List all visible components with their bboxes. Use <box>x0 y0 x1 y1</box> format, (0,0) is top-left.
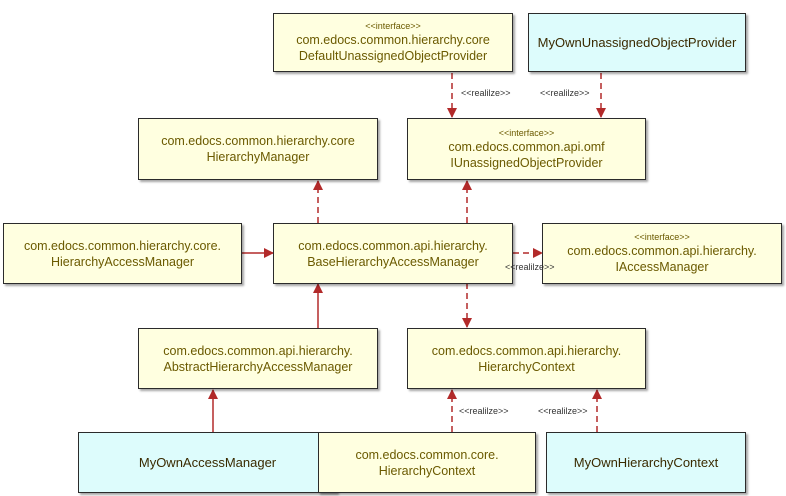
package-name: com.edocs.common.hierarchy.core. <box>23 238 222 253</box>
core-hierarchy-context-box: com.edocs.common.core. HierarchyContext <box>318 432 536 493</box>
class-name: IAccessManager <box>615 260 709 274</box>
package-name: com.edocs.common.api.hierarchy. <box>567 244 757 258</box>
class-name: IUnassignedObjectProvider <box>450 155 603 170</box>
realize-label: <<realilze>> <box>505 262 555 272</box>
stereotype-label: <<interface>> <box>634 232 690 242</box>
core-access-manager-box: com.edocs.common.hierarchy.core. Hierarc… <box>3 223 242 284</box>
hierarchy-manager-box: com.edocs.common.hierarchy.core Hierarch… <box>138 118 378 180</box>
realize-label: <<realilze>> <box>459 406 509 416</box>
hierarchy-context-box: com.edocs.common.api.hierarchy. Hierarch… <box>407 328 646 389</box>
class-name: HierarchyAccessManager <box>50 254 195 269</box>
package-name: com.edocs.common.hierarchy.core <box>296 33 490 47</box>
my-access-manager-box: MyOwnAccessManager <box>78 432 337 493</box>
class-name: MyOwnHierarchyContext <box>573 454 719 470</box>
class-name: HierarchyContext <box>478 359 575 374</box>
realize-label: <<realilze>> <box>461 88 511 98</box>
default-unassigned-provider-box: <<interface>> com.edocs.common.hierarchy… <box>273 13 513 72</box>
class-name: DefaultUnassignedObjectProvider <box>298 49 488 63</box>
class-name: HierarchyManager <box>206 150 310 164</box>
package-name: com.edocs.common.api.hierarchy. <box>163 343 353 358</box>
stereotype-label: <<interface>> <box>365 21 421 31</box>
package-name: com.edocs.common.core. <box>355 447 499 462</box>
package-name: com.edocs.common.hierarchy.core <box>161 134 355 148</box>
package-name: com.edocs.common.api.hierarchy. <box>431 343 622 358</box>
iaccess-manager-box: <<interface>> com.edocs.common.api.hiera… <box>542 223 782 284</box>
realize-label: <<realilze>> <box>538 406 588 416</box>
package-name: com.edocs.common.api.hierarchy. <box>298 238 488 253</box>
iunassigned-provider-box: <<interface>> com.edocs.common.api.omf I… <box>407 118 646 180</box>
realize-label: <<realilze>> <box>540 88 590 98</box>
class-name: AbstractHierarchyAccessManager <box>163 359 353 374</box>
class-name: MyOwnAccessManager <box>138 454 277 470</box>
my-hierarchy-context-box: MyOwnHierarchyContext <box>546 432 746 493</box>
class-name: BaseHierarchyAccessManager <box>307 254 479 269</box>
class-name: MyOwnUnassignedObjectProvider <box>537 34 737 50</box>
class-name: HierarchyContext <box>378 463 476 478</box>
my-unassigned-provider-box: MyOwnUnassignedObjectProvider <box>528 13 746 72</box>
abstract-access-manager-box: com.edocs.common.api.hierarchy. Abstract… <box>138 328 378 389</box>
stereotype-label: <<interface>> <box>498 127 555 138</box>
package-name: com.edocs.common.api.omf <box>448 139 605 154</box>
base-access-manager-box: com.edocs.common.api.hierarchy. BaseHier… <box>273 223 513 284</box>
